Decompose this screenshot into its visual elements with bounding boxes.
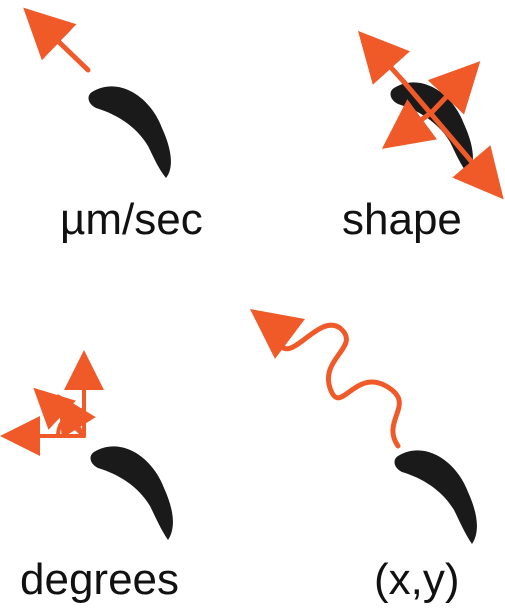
angle-panel	[0, 350, 173, 540]
degrees-label: degrees	[20, 555, 180, 604]
speed-arrow-icon	[23, 7, 91, 73]
position-label: (x,y)	[374, 555, 460, 604]
shape-label: shape	[342, 195, 462, 244]
speed-panel	[23, 7, 171, 178]
shape-long-axis-arrow-icon	[357, 30, 410, 85]
wavy-path-arrow-icon	[249, 309, 402, 449]
angle-protractor-icon	[0, 350, 104, 456]
shape-short-axis-arrow-icon	[381, 99, 438, 149]
cell-body-angle	[90, 446, 173, 540]
shape-long-axis-arrow-icon	[401, 79, 504, 200]
speed-label: µm/sec	[60, 195, 203, 244]
cell-body-speed	[88, 86, 171, 178]
cell-body-position	[394, 450, 477, 544]
shape-short-axis-arrow-icon	[427, 61, 481, 115]
position-panel	[249, 309, 477, 544]
shape-panel	[357, 30, 504, 200]
cell-body-shape	[390, 82, 473, 174]
